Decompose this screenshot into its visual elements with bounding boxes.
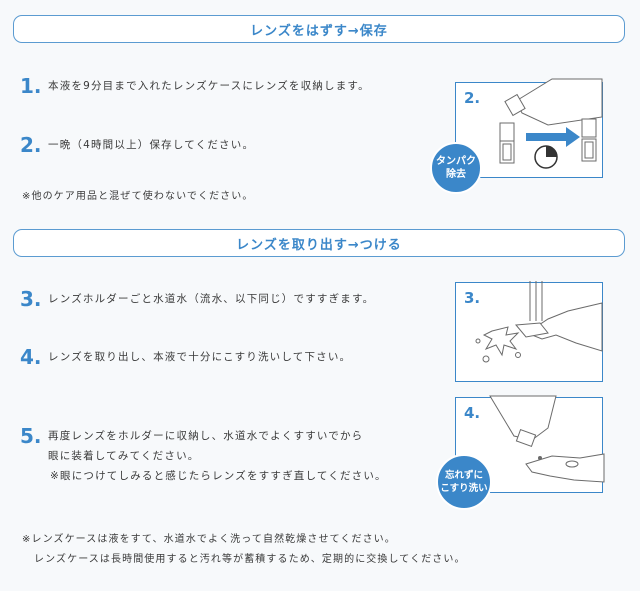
step-text: レンズホルダーごと水道水（流水、以下同じ）ですすぎます。 xyxy=(48,293,375,305)
badge-line: 忘れずに xyxy=(444,470,483,481)
step-2: 2. 一晩（4時間以上）保存してください。 xyxy=(20,135,254,155)
rub-wash-badge: 忘れずに こすり洗い xyxy=(436,454,492,510)
footer-note-line-2: レンズケースは長時間使用すると汚れ等が蓄積するため、定期的に交換してください。 xyxy=(34,554,466,565)
step-number: 4. xyxy=(20,345,42,369)
bottle-icon xyxy=(489,395,557,448)
badge-line: 除去 xyxy=(446,169,466,180)
step-number: 5. xyxy=(20,424,42,448)
bottle-icon xyxy=(504,78,603,126)
badge-line: こすり洗い xyxy=(440,483,488,494)
section-header-remove-store: レンズをはずす→保存 xyxy=(13,15,625,43)
lens-case-icon xyxy=(499,122,515,164)
step-1: 1. 本液を9分目まで入れたレンズケースにレンズを収納します。 xyxy=(20,76,370,96)
step-text-line: 眼に装着してみてください。 xyxy=(48,450,200,462)
figure-3: 3. xyxy=(455,281,603,382)
step-3: 3. レンズホルダーごと水道水（流水、以下同じ）ですすぎます。 xyxy=(20,289,374,309)
step-4: 4. レンズを取り出し、本液で十分にこすり洗いして下さい。 xyxy=(20,347,351,367)
step-5: 5. 再度レンズをホルダーに収納し、水道水でよくすすいでから 眼に装着してみてく… xyxy=(20,426,387,486)
step-text-line: 再度レンズをホルダーに収納し、水道水でよくすすいでから xyxy=(48,430,364,442)
clock-icon xyxy=(534,145,558,169)
section-title: レンズをはずす→保存 xyxy=(250,23,388,39)
figure-number: 3. xyxy=(464,289,481,307)
care-products-note: ※他のケア用品と混ぜて使わないでください。 xyxy=(22,191,254,202)
rinse-illustration xyxy=(475,281,603,363)
arrow-icon xyxy=(526,127,580,147)
figure-number: 4. xyxy=(464,404,481,422)
step-text: 一晩（4時間以上）保存してください。 xyxy=(48,139,255,151)
step-note-line: ※眼につけてしみると感じたらレンズをすすぎ直してください。 xyxy=(50,470,387,482)
step-number: 1. xyxy=(20,74,42,98)
hand-icon xyxy=(515,302,603,352)
section-header-remove-wear: レンズを取り出す→つける xyxy=(13,229,625,257)
protein-removal-badge: タンパク 除去 xyxy=(430,142,482,194)
figure-number: 2. xyxy=(464,89,481,107)
storage-illustration xyxy=(499,78,603,169)
step-text: 本液を9分目まで入れたレンズケースにレンズを収納します。 xyxy=(48,80,370,92)
badge-line: タンパク xyxy=(436,156,476,167)
step-number: 3. xyxy=(20,287,42,311)
faucet-water-icon xyxy=(529,281,543,321)
step-text: レンズを取り出し、本液で十分にこすり洗いして下さい。 xyxy=(48,351,352,363)
splash-icon xyxy=(475,326,521,363)
section-title: レンズを取り出す→つける xyxy=(236,237,402,253)
rub-wash-illustration xyxy=(489,395,605,483)
hand-icon xyxy=(525,453,605,483)
lens-case-icon xyxy=(581,118,597,162)
footer-note-line-1: ※レンズケースは液をすて、水道水でよく洗って自然乾燥させてください。 xyxy=(22,534,396,545)
step-number: 2. xyxy=(20,133,42,157)
